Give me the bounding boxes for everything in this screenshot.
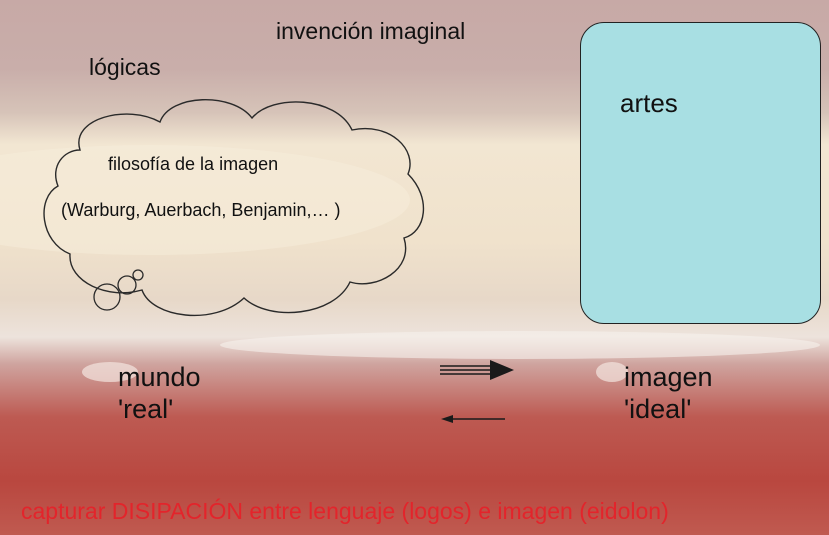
logicas-label: lógicas	[89, 54, 161, 80]
ideal-label: 'ideal'	[624, 394, 692, 424]
mundo-label: mundo	[118, 362, 201, 392]
artes-label: artes	[620, 88, 678, 118]
thick-right-arrow	[440, 360, 514, 380]
thin-left-arrow	[441, 415, 505, 423]
thought-bubble-large	[93, 283, 121, 311]
invencion-imaginal-label: invención imaginal	[276, 18, 466, 44]
cloud-authors: (Warburg, Auerbach, Benjamin,… )	[61, 200, 341, 220]
thought-bubble-medium	[117, 275, 137, 295]
cloud-title: filosofía de la imagen	[108, 154, 279, 174]
real-label: 'real'	[118, 394, 174, 424]
imagen-label: imagen	[624, 362, 713, 392]
thought-bubble-small	[132, 269, 144, 281]
caption: capturar DISIPACIÓN entre lenguaje (logo…	[21, 498, 669, 524]
artes-box	[580, 22, 821, 324]
